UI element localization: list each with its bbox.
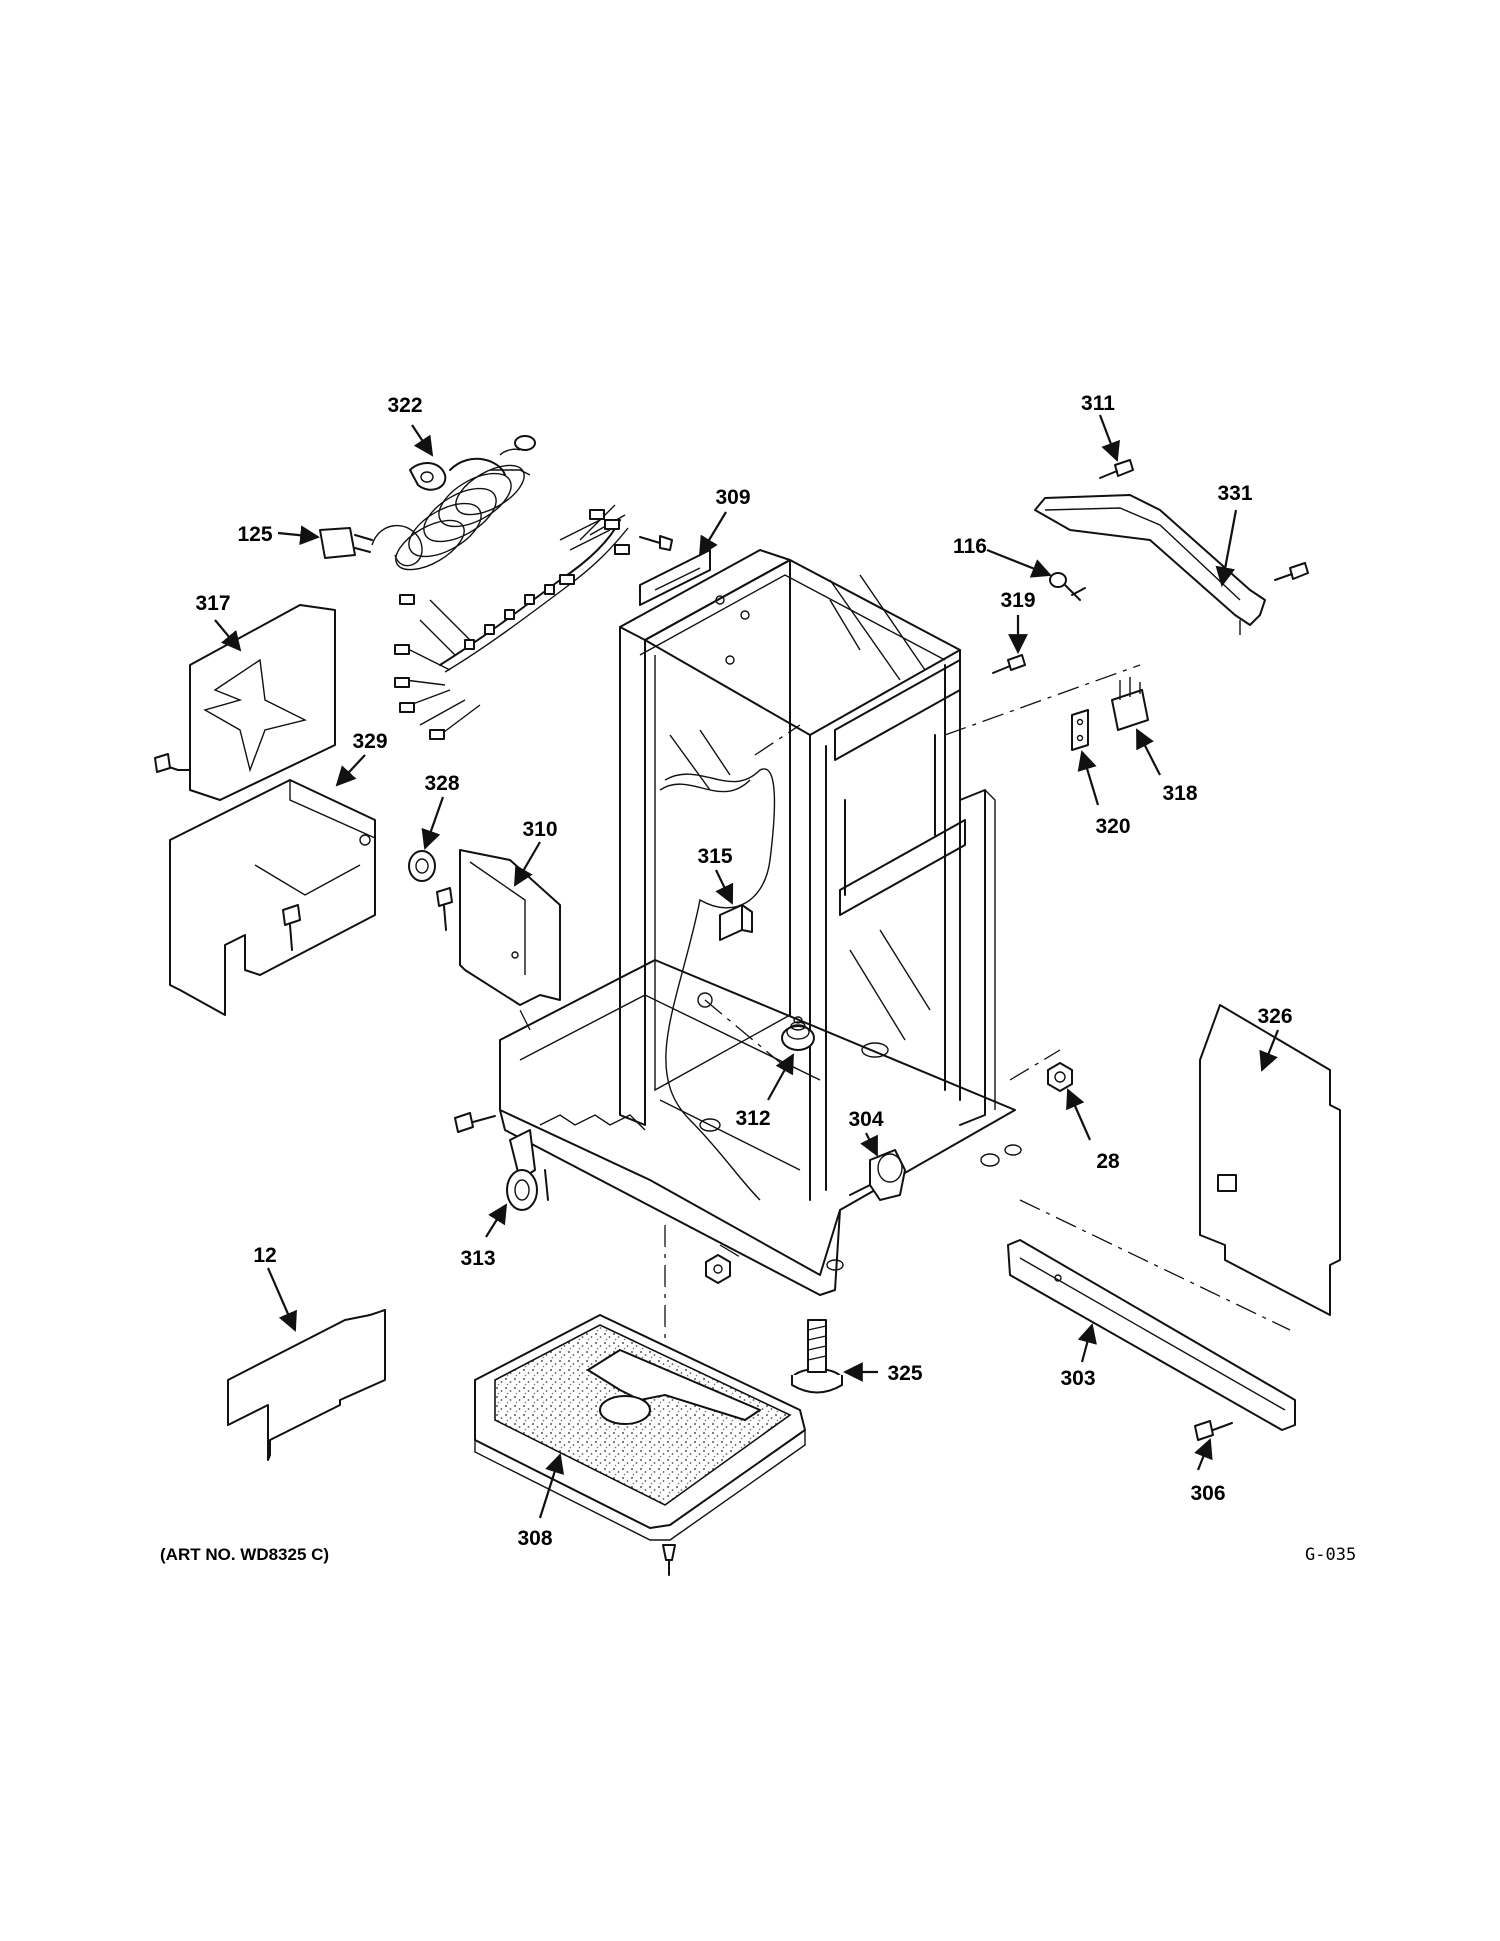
cabinet-frame <box>499 549 1022 1296</box>
part-309-bracket <box>639 535 711 606</box>
part-318-switch <box>1111 677 1149 731</box>
label-318: 318 <box>1162 782 1197 805</box>
label-304: 304 <box>848 1108 883 1131</box>
part-125-power-cord <box>319 464 525 571</box>
label-319: 319 <box>1000 589 1035 612</box>
part-116-clip <box>1049 572 1086 601</box>
part-303-rail <box>1007 1239 1296 1431</box>
part-312-bumper <box>781 1016 815 1051</box>
part-315-switch <box>719 904 753 941</box>
label-308: 308 <box>517 1527 552 1550</box>
label-310: 310 <box>522 818 557 841</box>
part-306-screw <box>1194 1420 1233 1441</box>
label-28: 28 <box>1096 1150 1120 1173</box>
wire-harness <box>394 504 630 740</box>
label-313: 313 <box>460 1247 495 1270</box>
label-328: 328 <box>424 772 459 795</box>
label-320: 320 <box>1095 815 1130 838</box>
label-326: 326 <box>1257 1005 1292 1028</box>
leader-lines <box>214 414 1280 1519</box>
part-labels: 322 125 309 311 331 116 319 317 329 328 … <box>195 392 1292 1550</box>
part-326-panel <box>1199 1004 1341 1316</box>
figure-code: G-035 <box>1305 1545 1356 1565</box>
label-331: 331 <box>1217 482 1252 505</box>
label-309: 309 <box>715 486 750 509</box>
part-304-pressure-switch <box>849 1149 906 1201</box>
part-320-plate <box>1071 709 1089 751</box>
part-319-screw <box>992 654 1026 674</box>
label-12: 12 <box>253 1244 276 1267</box>
label-322: 322 <box>387 394 422 417</box>
part-322-cord-ends <box>409 435 536 491</box>
part-311-screw <box>1099 459 1134 479</box>
base-nut <box>705 1254 731 1284</box>
part-328-grommet <box>408 850 436 882</box>
label-306: 306 <box>1190 1482 1225 1505</box>
label-125: 125 <box>237 523 272 546</box>
part-331-bracket <box>1034 494 1266 635</box>
label-329: 329 <box>352 730 387 753</box>
part-310-shield <box>436 849 561 1006</box>
art-number: (ART NO. WD8325 C) <box>160 1545 329 1564</box>
label-311: 311 <box>1081 392 1115 415</box>
label-325: 325 <box>887 1362 922 1385</box>
part-313-caster <box>454 1112 549 1211</box>
part-317-panel <box>154 604 336 801</box>
label-312: 312 <box>735 1107 770 1130</box>
part-331-screw <box>1274 562 1309 581</box>
part-329-cover <box>169 779 376 1016</box>
label-303: 303 <box>1060 1367 1095 1390</box>
label-315: 315 <box>697 845 732 868</box>
part-325-leg <box>791 1319 843 1394</box>
label-116: 116 <box>953 535 987 558</box>
part-12-panel <box>227 1309 386 1461</box>
label-317: 317 <box>195 592 230 615</box>
part-28-nut <box>1047 1062 1073 1092</box>
